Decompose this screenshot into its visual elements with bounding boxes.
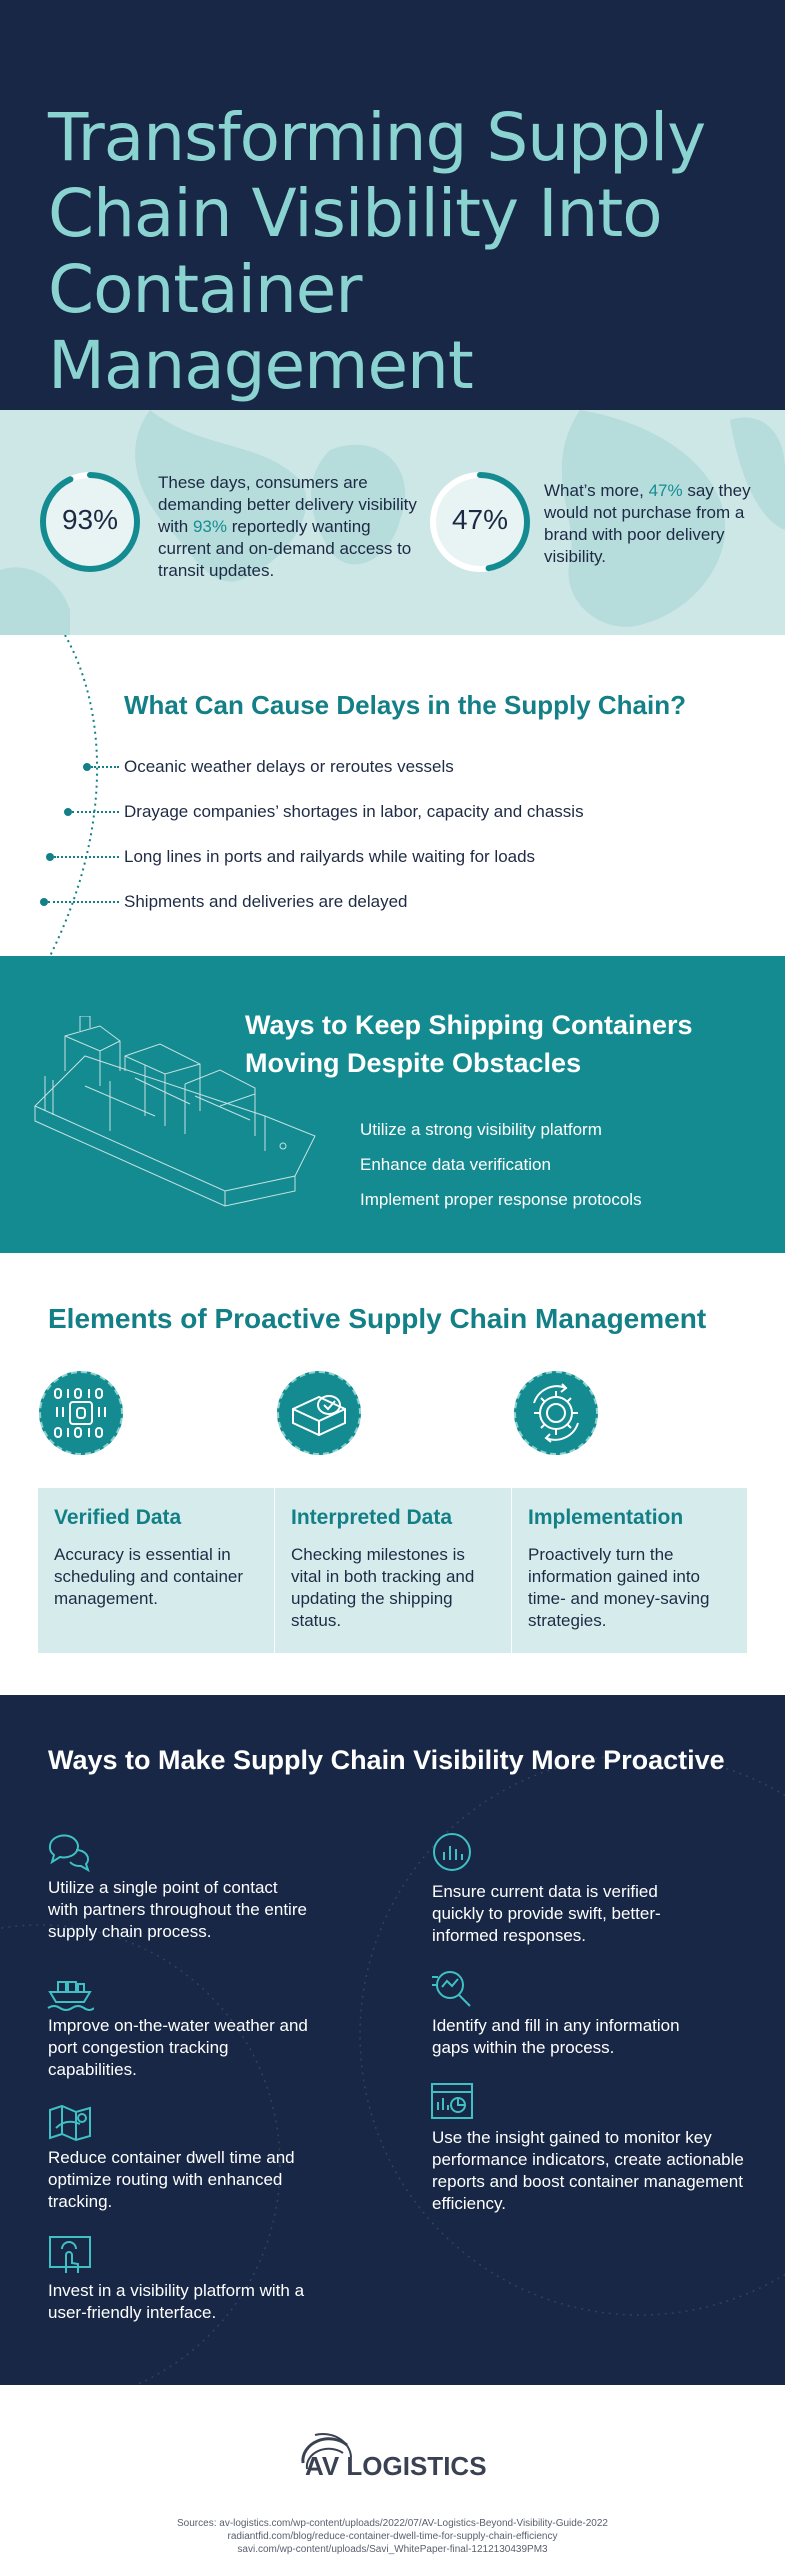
sources: Sources: av-logistics.com/wp-content/upl… [0, 2517, 785, 2556]
card-description: Accuracy is essential in scheduling and … [54, 1545, 244, 1608]
stat-ring-93 [40, 472, 140, 572]
title-line-1: Transforming Supply [48, 99, 706, 176]
world-map-background [0, 410, 785, 635]
dotted-circles-decoration [0, 1754, 785, 2385]
ship-waves-icon [47, 1981, 94, 2011]
ways-title: Ways to Keep Shipping Containers Moving … [245, 1010, 693, 1078]
elements-section: Elements of Proactive Supply Chain Manag… [0, 1253, 785, 1695]
ways-item: Enhance data verification [360, 1155, 551, 1174]
proactive-item: Invest in a visibility platform with a u… [48, 2281, 305, 2322]
stat-description-2: What’s more, 47% say they would not purc… [544, 481, 751, 566]
stat-ring-47 [430, 472, 530, 572]
magnifier-chart-icon [432, 1971, 471, 2007]
delays-section: What Can Cause Delays in the Supply Chai… [0, 635, 785, 956]
proactive-section: Ways to Make Supply Chain Visibility Mor… [0, 1695, 785, 2385]
binary-data-icon [39, 1371, 123, 1455]
delay-bullet [46, 853, 54, 861]
card-description: Proactively turn the information gained … [528, 1545, 710, 1630]
delay-item: Shipments and deliveries are delayed [124, 892, 408, 911]
card-title: Interpreted Data [291, 1506, 453, 1529]
proactive-item: Utilize a single point of contact with p… [48, 1878, 307, 1941]
delay-bullet [83, 763, 91, 771]
ways-item: Utilize a strong visibility platform [360, 1120, 602, 1139]
source-line: savi.com/wp-content/uploads/Savi_WhitePa… [237, 2544, 548, 2555]
container-ship-illustration [34, 1016, 316, 1207]
proactive-item: Improve on-the-water weather and port co… [48, 2016, 308, 2079]
footer: AV LOGISTICS Sources: av-logistics.com/w… [0, 2385, 785, 2560]
title-line-3: Container Management [48, 251, 474, 404]
card-description: Checking milestones is vital in both tra… [291, 1545, 475, 1630]
delays-title: What Can Cause Delays in the Supply Chai… [124, 690, 686, 720]
logo-text: AV LOGISTICS [305, 2451, 487, 2481]
ways-item: Implement proper response protocols [360, 1190, 642, 1209]
chart-gauge-icon [433, 1833, 471, 1871]
element-card-verified-data: Verified Data Accuracy is essential in s… [38, 1488, 274, 1653]
page-title: Transforming Supply Chain Visibility Int… [48, 100, 748, 404]
dashboard-icon [431, 2083, 473, 2119]
gear-arrows-icon [514, 1371, 598, 1455]
delay-bullet [40, 898, 48, 906]
touch-screen-icon [49, 2236, 91, 2273]
delay-connector [48, 901, 119, 903]
hero-section: Transforming Supply Chain Visibility Int… [0, 0, 785, 410]
dotted-arc-decoration [49, 635, 99, 956]
route-map-icon [49, 2104, 91, 2142]
source-line: Sources: av-logistics.com/wp-content/upl… [177, 2518, 608, 2529]
stat-value-93: 93% [61, 504, 119, 535]
proactive-item: Reduce container dwell time and optimize… [48, 2148, 295, 2211]
source-line: radiantfid.com/blog/reduce-container-dwe… [227, 2531, 558, 2542]
delay-item: Drayage companies’ shortages in labor, c… [124, 802, 584, 821]
elements-title: Elements of Proactive Supply Chain Manag… [48, 1303, 707, 1334]
container-check-icon [277, 1371, 361, 1455]
element-card-interpreted-data: Interpreted Data Checking milestones is … [275, 1488, 511, 1653]
card-title: Verified Data [54, 1506, 182, 1529]
delay-connector [72, 811, 119, 813]
proactive-item: Ensure current data is verified quickly … [432, 1882, 661, 1945]
stats-section: 93% These days, consumers are demanding … [0, 410, 785, 635]
delay-item: Oceanic weather delays or reroutes vesse… [124, 757, 454, 776]
ways-section: Ways to Keep Shipping Containers Moving … [0, 956, 785, 1253]
proactive-item: Identify and fill in any information gap… [432, 2016, 680, 2057]
stat-value-47: 47% [451, 504, 509, 535]
proactive-item: Use the insight gained to monitor key pe… [432, 2128, 744, 2213]
delay-connector [54, 856, 119, 858]
delay-connector [91, 766, 119, 768]
chat-bubbles-icon [48, 1834, 90, 1872]
title-line-2: Chain Visibility Into [48, 175, 663, 252]
stat-description-1: These days, consumers are demanding bett… [158, 473, 417, 580]
proactive-title: Ways to Make Supply Chain Visibility Mor… [48, 1745, 725, 1775]
element-card-implementation: Implementation Proactively turn the info… [512, 1488, 747, 1653]
delay-bullet [64, 808, 72, 816]
av-logistics-logo-mark [301, 2432, 352, 2470]
delay-item: Long lines in ports and railyards while … [124, 847, 536, 866]
card-title: Implementation [528, 1506, 684, 1529]
